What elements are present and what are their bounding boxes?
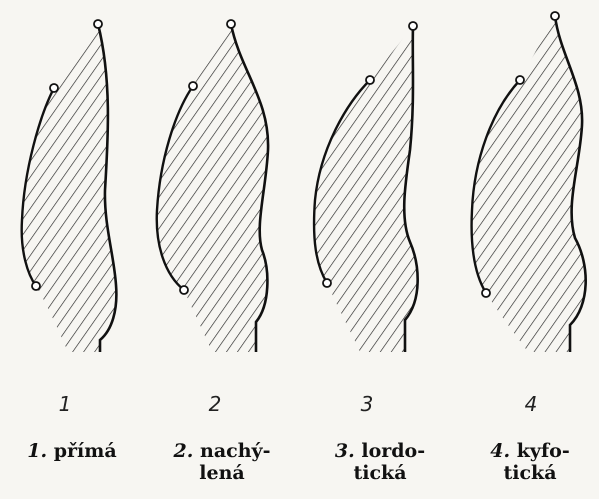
landmark-point <box>516 76 524 84</box>
torso-hatch <box>22 24 117 352</box>
posture-figure-4 <box>472 12 586 352</box>
caption-2: 2. nachý- lená <box>147 440 297 484</box>
landmark-point <box>32 282 40 290</box>
caption-word: nachý- <box>200 440 270 462</box>
caption-word: kyfo- <box>517 440 570 462</box>
landmark-point <box>366 76 374 84</box>
landmark-point <box>50 84 58 92</box>
caption-line-1: 4. kyfo- <box>455 440 599 462</box>
caption-3: 3. lordo- tická <box>305 440 455 484</box>
caption-line-1: 3. lordo- <box>305 440 455 462</box>
caption-line-1: 2. nachý- <box>147 440 297 462</box>
caption-1: 1. přímá <box>0 440 147 462</box>
landmark-point <box>551 12 559 20</box>
landmark-point <box>227 20 235 28</box>
figure-number-2: 2 <box>195 392 235 416</box>
posture-figure-2 <box>157 20 268 352</box>
posture-diagram <box>0 0 599 370</box>
caption-line-2: lená <box>147 462 297 484</box>
caption-line-2: tická <box>305 462 455 484</box>
landmark-point <box>482 289 490 297</box>
posture-figure-1 <box>22 20 117 352</box>
landmark-point <box>189 82 197 90</box>
caption-4: 4. kyfo- tická <box>455 440 599 484</box>
figure-number-1: 1 <box>45 392 85 416</box>
landmark-point <box>409 22 417 30</box>
figure-number-4: 4 <box>511 392 551 416</box>
torso-hatch <box>157 24 268 352</box>
posture-figure-3 <box>314 22 418 352</box>
caption-line-2: tická <box>455 462 599 484</box>
landmark-point <box>323 279 331 287</box>
caption-line-1: 1. přímá <box>0 440 147 462</box>
torso-hatch <box>314 26 418 352</box>
caption-word: lordo- <box>361 440 425 462</box>
landmark-point <box>94 20 102 28</box>
caption-number: 4. <box>490 440 510 462</box>
caption-number: 3. <box>335 440 355 462</box>
figure-number-3: 3 <box>347 392 387 416</box>
caption-number: 2. <box>174 440 194 462</box>
caption-number: 1. <box>27 440 47 462</box>
caption-word: přímá <box>54 440 117 462</box>
landmark-point <box>180 286 188 294</box>
